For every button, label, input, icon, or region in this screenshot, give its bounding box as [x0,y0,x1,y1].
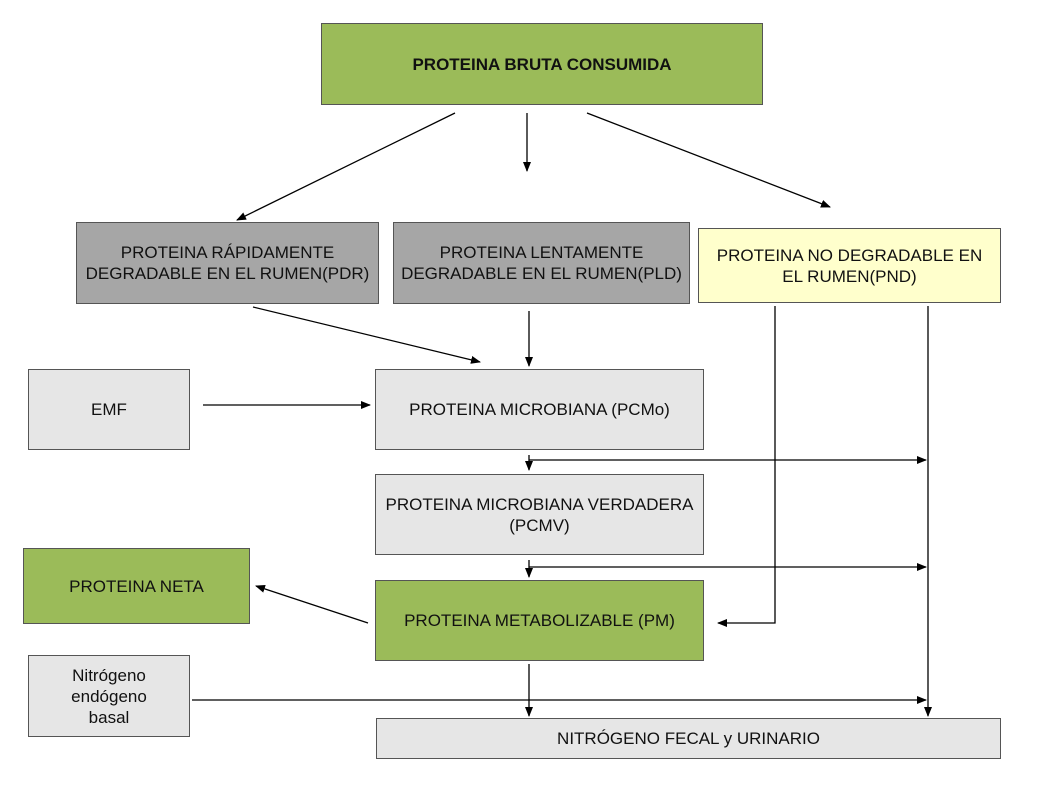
box-pcmo: PROTEINA MICROBIANA (PCMo) [375,369,704,450]
label-nitrogeno-endogeno-basal: Nitrógeno endógeno basal [71,665,147,727]
label-proteina-bruta-consumida: PROTEINA BRUTA CONSUMIDA [412,54,672,74]
arrow-pm-to-neta [255,585,369,624]
label-pld: PROTEINA LENTAMENTE DEGRADABLE EN EL RUM… [401,243,682,283]
label-nitrogeno-fecal-urinario: NITRÓGENO FECAL y URINARIO [557,729,820,748]
label-pnd: PROTEINA NO DEGRADABLE EN EL RUMEN(PND) [716,245,983,286]
box-pnd: PROTEINA NO DEGRADABLE EN EL RUMEN(PND) [698,228,1001,303]
label-proteina-neta: PROTEINA NETA [69,576,204,596]
box-proteina-neta: PROTEINA NETA [23,548,250,624]
arrow-bruta-to-pdr [236,112,456,221]
label-pdr: PROTEINA RÁPIDAMENTE DEGRADABLE EN EL RU… [85,243,370,283]
box-emf: EMF [28,369,190,450]
arrow-bruta-to-pnd [586,112,831,208]
label-emf: EMF [91,400,127,419]
box-pdr: PROTEINA RÁPIDAMENTE DEGRADABLE EN EL RU… [76,222,379,304]
label-pm: PROTEINA METABOLIZABLE (PM) [404,611,675,630]
label-pcmo: PROTEINA MICROBIANA (PCMo) [409,400,670,419]
box-nitrogeno-endogeno-basal: Nitrógeno endógeno basal [28,655,190,737]
box-pcmv: PROTEINA MICROBIANA VERDADERA (PCMV) [375,474,704,555]
label-pcmv: PROTEINA MICROBIANA VERDADERA (PCMV) [385,494,694,535]
box-proteina-bruta-consumida: PROTEINA BRUTA CONSUMIDA [321,23,763,105]
box-nitrogeno-fecal-urinario: NITRÓGENO FECAL y URINARIO [376,718,1001,759]
box-pld: PROTEINA LENTAMENTE DEGRADABLE EN EL RUM… [393,222,690,304]
arrow-pnd-to-pm [717,306,776,627]
arrow-pdr-to-pcmo [252,306,481,364]
box-pm: PROTEINA METABOLIZABLE (PM) [375,580,704,661]
